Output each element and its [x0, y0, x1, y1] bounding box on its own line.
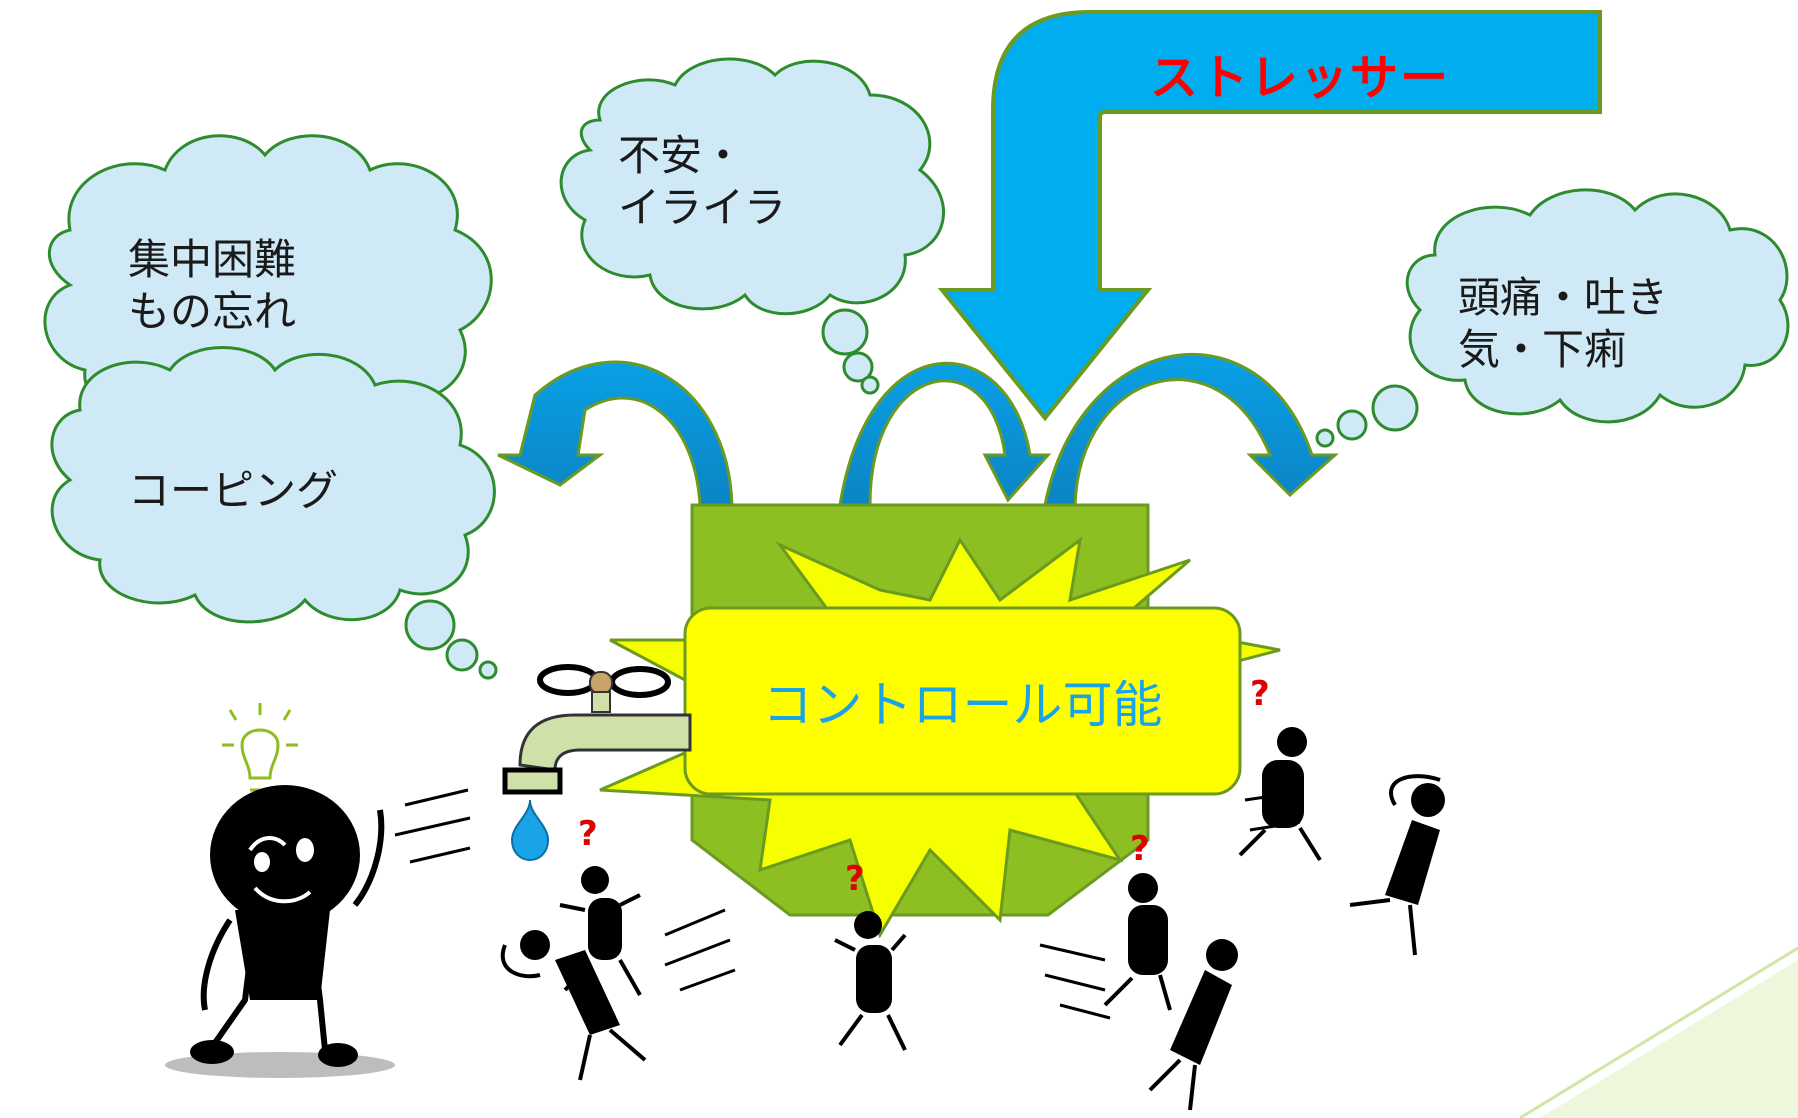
running-character-6: ?: [1238, 674, 1322, 862]
cloud-anxiety: [559, 57, 946, 395]
running-character-2: [500, 908, 736, 1081]
lightbulb-icon: [222, 703, 298, 792]
overflow-arrow-middle: [838, 361, 1052, 507]
corner-decoration: [1540, 960, 1798, 1118]
svg-text:?: ?: [578, 814, 598, 854]
cloud-concentration: [43, 134, 493, 434]
svg-text:?: ?: [1130, 829, 1150, 869]
control-label-box: [683, 606, 1242, 796]
cloud-coping-text: コーピング: [128, 466, 339, 515]
control-label: コントロール可能: [762, 676, 1163, 734]
running-character-5: [1148, 939, 1238, 1111]
faucet-icon: [502, 664, 692, 795]
cloud-anxiety-text: 不安・ イライラ: [618, 131, 787, 232]
svg-text:?: ?: [845, 859, 865, 899]
stressor-label: ストレッサー: [1149, 50, 1450, 106]
overflow-arrow-right: [1043, 352, 1339, 507]
svg-text:?: ?: [1250, 674, 1270, 714]
cloud-coping: [50, 346, 498, 680]
running-character-4: ?: [1039, 829, 1172, 1020]
stressor-arrow: [937, 10, 1602, 422]
overflow-arrow-left: [497, 360, 734, 507]
idea-character: [165, 703, 471, 1078]
cloud-physical-text: 頭痛・吐き 気・下痢: [1458, 273, 1669, 374]
running-character-7: [1349, 774, 1445, 956]
cloud-physical: [1315, 188, 1790, 448]
water-drop-icon: [510, 799, 550, 862]
cloud-concentration-text: 集中困難 もの忘れ: [128, 235, 297, 336]
running-character-3: ?: [834, 859, 907, 1051]
corner-line: [1519, 946, 1798, 1118]
